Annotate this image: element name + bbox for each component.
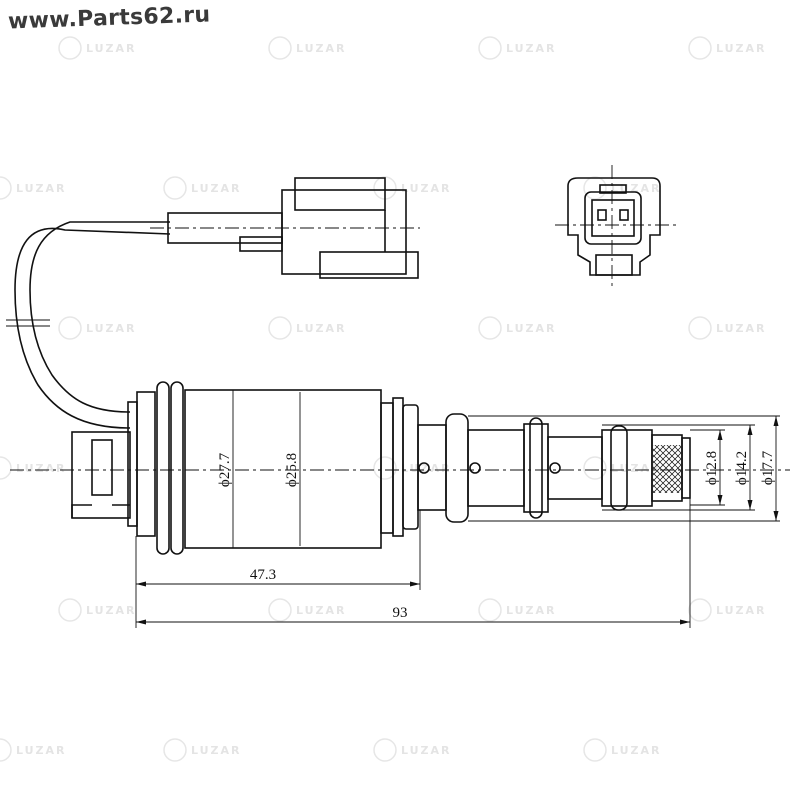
luzar-logo-icon: [688, 36, 712, 60]
dim-tip: ϕ12.8: [704, 451, 720, 485]
dimension-arrow: [717, 495, 723, 505]
luzar-logo-icon: [478, 598, 502, 622]
dimension-arrow: [717, 430, 723, 440]
luzar-watermark: LUZAR: [506, 604, 557, 617]
dimension-arrow: [410, 581, 420, 587]
dimension-lines: [135, 390, 780, 628]
luzar-logo-icon: [58, 36, 82, 60]
luzar-watermark: LUZAR: [16, 182, 67, 195]
luzar-watermark: LUZAR: [716, 604, 767, 617]
filter-mesh: [653, 445, 681, 493]
luzar-logo-icon: [373, 738, 397, 762]
luzar-watermark: LUZAR: [296, 604, 347, 617]
luzar-watermark: LUZAR: [401, 744, 452, 757]
luzar-watermark: LUZAR: [16, 744, 67, 757]
dimension-arrow: [680, 619, 690, 625]
dim-total-length: 93: [393, 605, 408, 621]
luzar-watermark: LUZAR: [86, 42, 137, 55]
luzar-watermark: LUZAR: [16, 462, 67, 475]
cable: [6, 221, 171, 429]
luzar-logo-icon: [268, 36, 292, 60]
dim-body-inner: ϕ25.8: [284, 453, 300, 487]
luzar-logo-icon: [478, 36, 502, 60]
luzar-logo-icon: [163, 176, 187, 200]
luzar-logo-icon: [163, 738, 187, 762]
luzar-logo-icon: [268, 316, 292, 340]
luzar-logo-icon: [688, 316, 712, 340]
dimension-arrow: [136, 581, 146, 587]
luzar-watermark: LUZAR: [191, 182, 242, 195]
luzar-watermark: LUZAR: [716, 322, 767, 335]
valve-body: [71, 381, 691, 555]
dim-body-outer: ϕ27.7: [217, 452, 233, 487]
dim-body-length: 47.3: [250, 567, 276, 583]
dimension-arrow: [747, 500, 753, 510]
luzar-logo-icon: [0, 456, 12, 480]
plug-connector: [167, 177, 419, 279]
dimension-arrow: [136, 619, 146, 625]
luzar-watermark: LUZAR: [401, 182, 452, 195]
dimension-arrow: [773, 416, 779, 426]
luzar-watermark: LUZAR: [506, 322, 557, 335]
luzar-logo-icon: [583, 738, 607, 762]
luzar-logo-icon: [583, 456, 607, 480]
luzar-logo-icon: [0, 176, 12, 200]
connector-end-view: [567, 177, 661, 276]
dimension-arrow: [773, 511, 779, 521]
luzar-watermark: LUZAR: [296, 322, 347, 335]
luzar-watermark: LUZAR: [611, 744, 662, 757]
luzar-watermark: LUZAR: [86, 604, 137, 617]
dim-oring: ϕ17.7: [760, 450, 776, 485]
luzar-watermark: LUZAR: [716, 42, 767, 55]
luzar-watermark: LUZAR: [296, 42, 347, 55]
luzar-logo-icon: [268, 598, 292, 622]
luzar-watermark: LUZAR: [86, 322, 137, 335]
luzar-watermark: LUZAR: [401, 462, 452, 475]
dimension-arrow: [747, 425, 753, 435]
luzar-logo-icon: [373, 456, 397, 480]
luzar-logo-icon: [478, 316, 502, 340]
luzar-watermarks: LUZAR LUZAR LUZAR LUZAR LUZAR LUZAR LUZAR LUZAR…: [0, 36, 767, 762]
luzar-logo-icon: [58, 316, 82, 340]
luzar-watermark: LUZAR: [506, 42, 557, 55]
luzar-logo-icon: [58, 598, 82, 622]
dim-mid: ϕ14.2: [734, 451, 750, 485]
luzar-watermark: LUZAR: [191, 744, 242, 757]
luzar-watermark: LUZAR: [611, 462, 662, 475]
luzar-logo-icon: [0, 738, 12, 762]
luzar-logo-icon: [688, 598, 712, 622]
luzar-logo-icon: [583, 176, 607, 200]
